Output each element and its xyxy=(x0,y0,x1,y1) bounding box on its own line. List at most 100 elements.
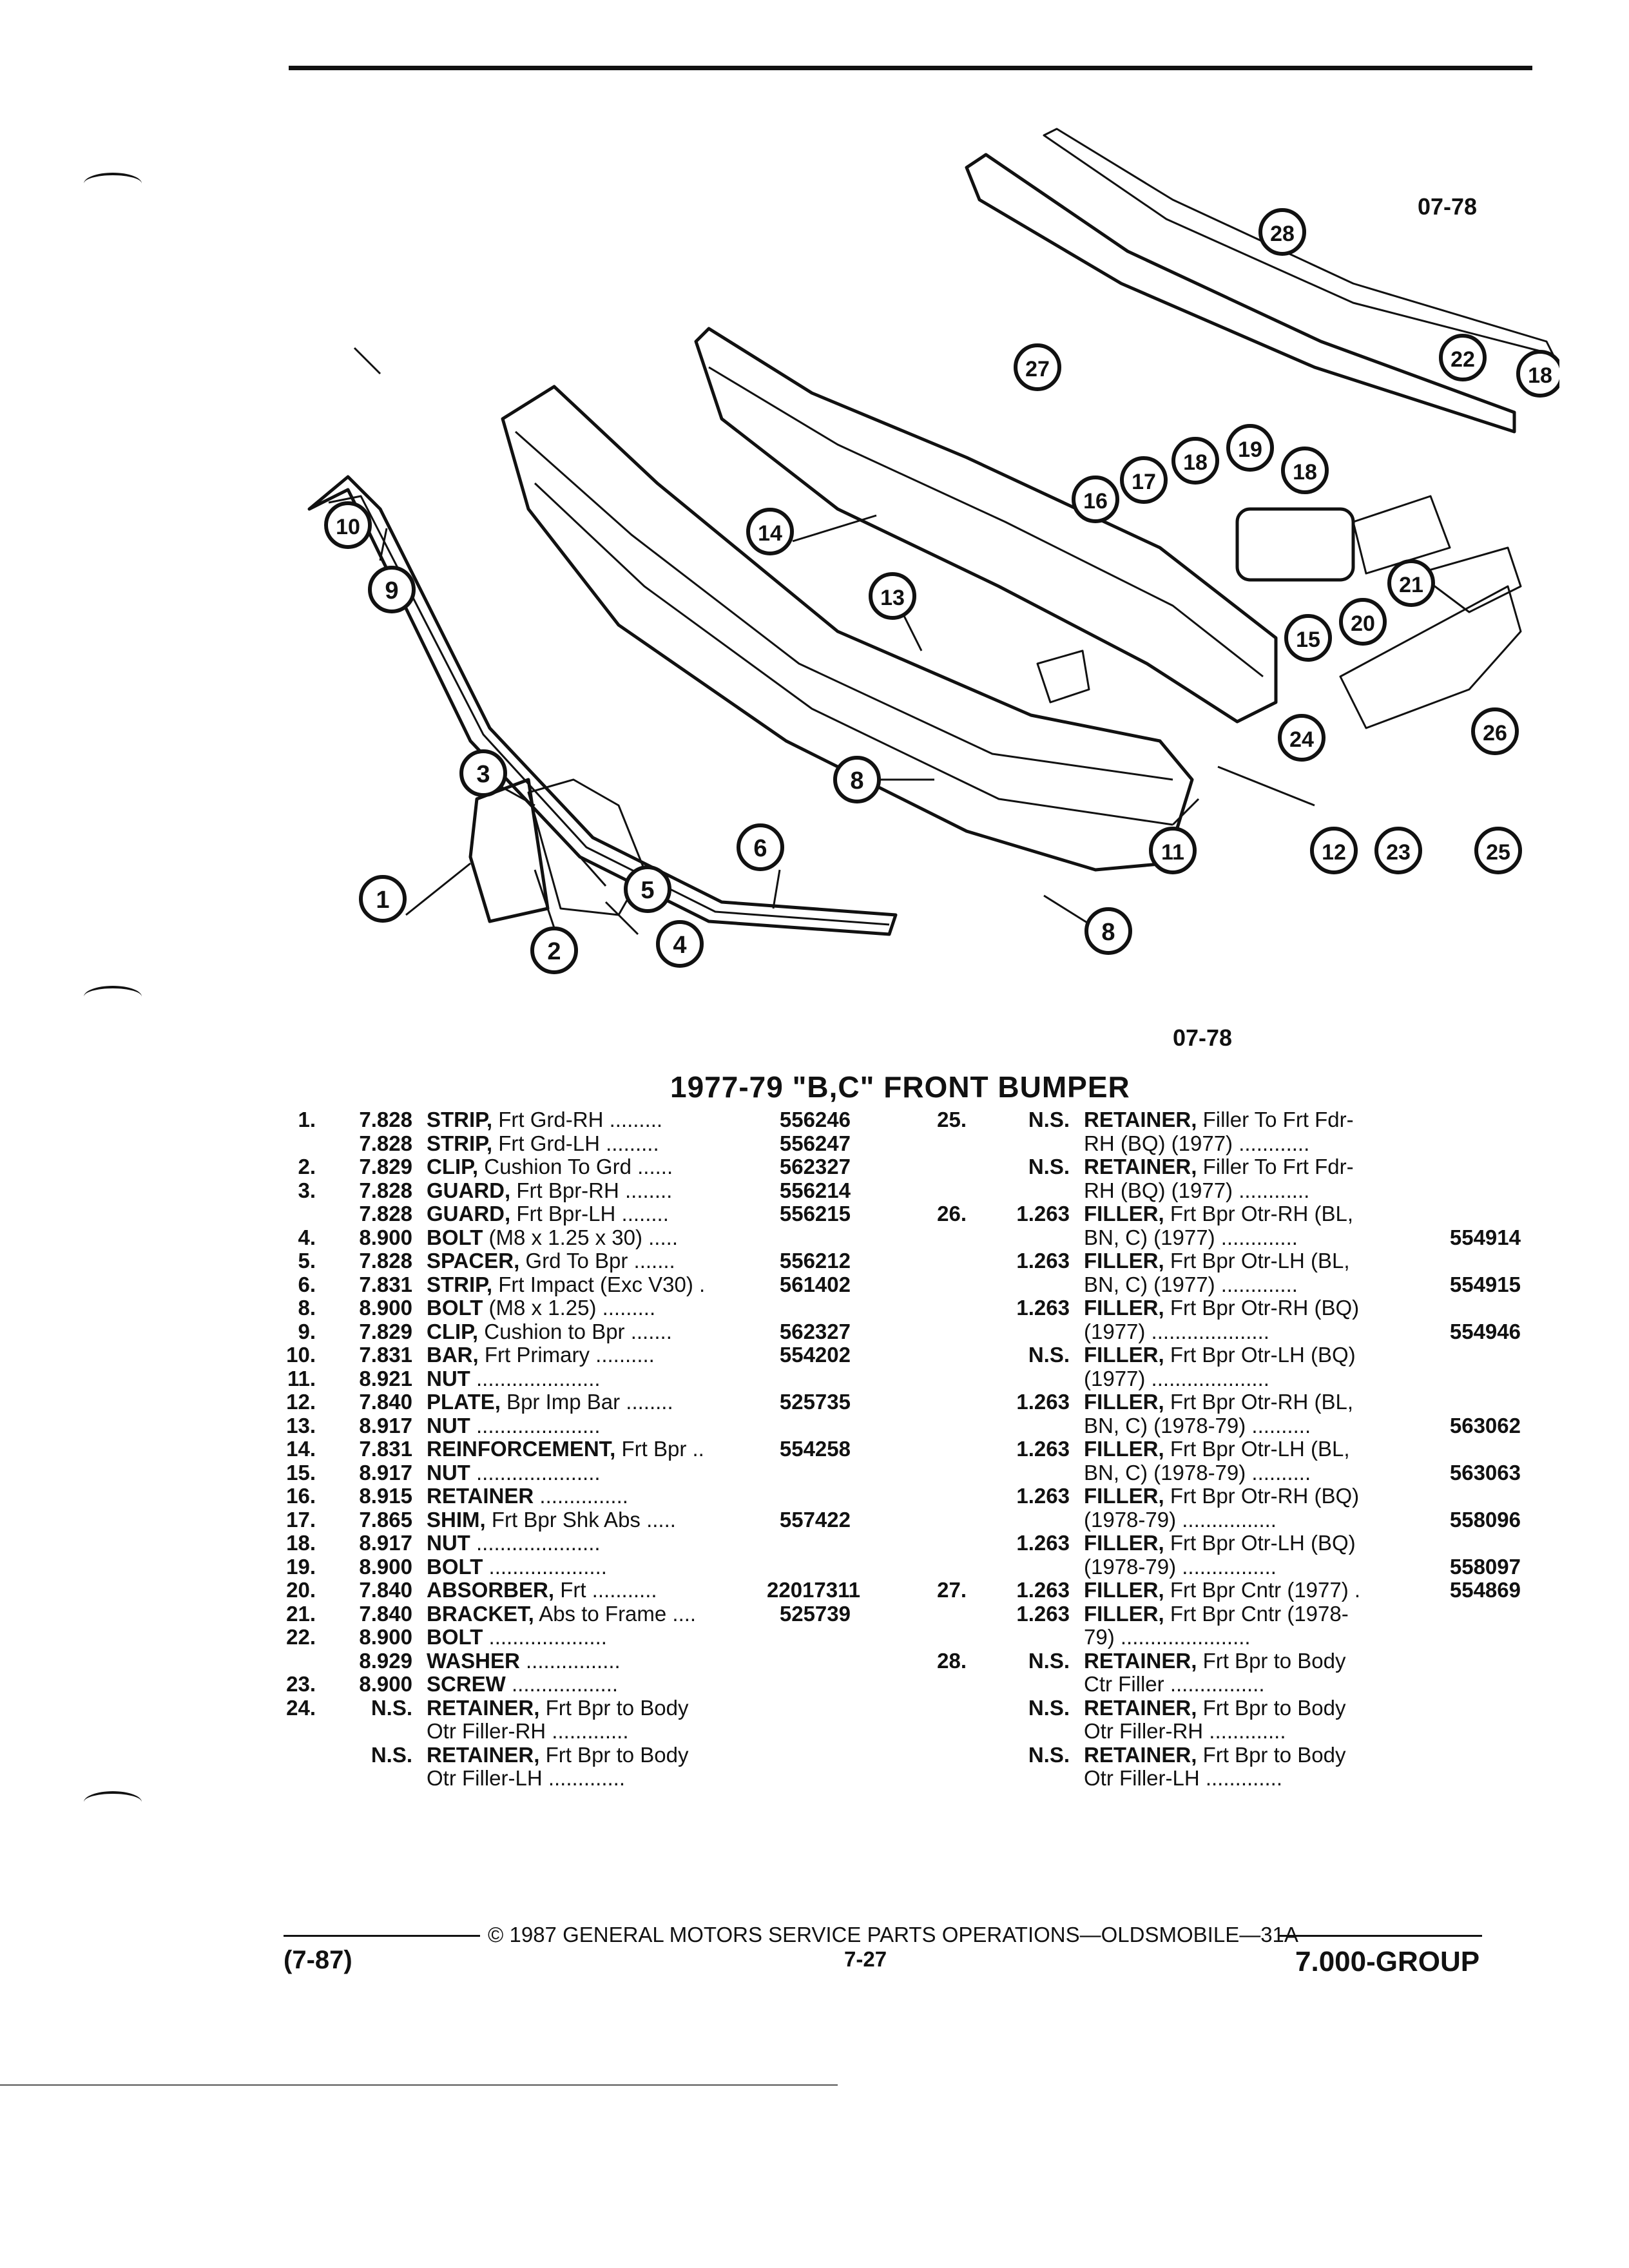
item-name: SPACER, xyxy=(427,1249,520,1273)
svg-text:18: 18 xyxy=(1528,363,1552,388)
item-part-number: 562327 xyxy=(779,1319,851,1343)
item-group-number: 8.900 xyxy=(359,1296,412,1320)
item-description: BN, C) (1977) ............. xyxy=(1084,1273,1424,1297)
item-description: PLATE, Bpr Imp Bar ........ xyxy=(427,1390,767,1414)
item-detail: Frt Grd-LH ......... xyxy=(492,1131,659,1155)
item-detail: Frt Bpr Otr-RH (BQ) xyxy=(1164,1485,1360,1508)
item-detail: RH (BQ) (1977) ............ xyxy=(1084,1178,1310,1202)
item-ref: 10. xyxy=(286,1343,316,1367)
item-description: RETAINER, Frt Bpr to Body xyxy=(427,1696,767,1720)
item-group-number: 7.831 xyxy=(359,1343,412,1367)
svg-text:23: 23 xyxy=(1386,840,1411,865)
item-description: Ctr Filler ................ xyxy=(1084,1673,1424,1696)
item-detail: Grd To Bpr ....... xyxy=(519,1249,675,1273)
item-ref: 28. xyxy=(937,1648,967,1673)
item-name: RETAINER, xyxy=(1084,1649,1197,1673)
item-description: WASHER ................ xyxy=(427,1649,767,1673)
item-ref: 20. xyxy=(286,1578,316,1602)
callout-20: 20 xyxy=(1339,598,1387,646)
item-group-number: 7.831 xyxy=(359,1272,412,1296)
parts-row: N.S.RETAINER, Filler To Frt Fdr- xyxy=(889,1155,1534,1179)
parts-row: N.S.FILLER, Frt Bpr Otr-LH (BQ) xyxy=(889,1343,1534,1367)
item-part-number: 556214 xyxy=(779,1178,851,1202)
item-part-number: 563063 xyxy=(1449,1460,1521,1485)
item-description: BRACKET, Abs to Frame .... xyxy=(427,1602,767,1626)
item-description: RETAINER, Frt Bpr to Body xyxy=(1084,1744,1424,1767)
parts-row: (1978-79) ................558097 xyxy=(889,1555,1534,1579)
item-detail: .................... xyxy=(483,1555,607,1579)
item-group-number: 7.828 xyxy=(359,1131,412,1155)
item-part-number: 554869 xyxy=(1449,1578,1521,1602)
item-description: FILLER, Frt Bpr Otr-RH (BL, xyxy=(1084,1202,1424,1226)
item-name: BAR, xyxy=(427,1343,479,1367)
parts-row: Otr Filler-RH ............. xyxy=(245,1720,863,1744)
item-detail: ..................... xyxy=(470,1532,601,1555)
item-group-number: 1.263 xyxy=(1016,1601,1070,1626)
item-group-number: 8.900 xyxy=(359,1672,412,1696)
item-ref: 27. xyxy=(937,1578,967,1602)
svg-text:20: 20 xyxy=(1351,611,1375,636)
item-detail: Frt Bpr .. xyxy=(615,1437,704,1461)
item-ref: 25. xyxy=(937,1108,967,1131)
item-ref: 22. xyxy=(286,1625,316,1649)
item-name: GUARD, xyxy=(427,1202,511,1225)
item-description: STRIP, Frt Impact (Exc V30) . xyxy=(427,1273,767,1297)
svg-text:12: 12 xyxy=(1322,840,1346,865)
svg-text:8: 8 xyxy=(850,767,863,794)
item-detail: Filler To Frt Fdr- xyxy=(1197,1155,1354,1178)
parts-row: (1977) ....................554946 xyxy=(889,1320,1534,1344)
item-description: FILLER, Frt Bpr Otr-LH (BL, xyxy=(1084,1249,1424,1273)
absorber-drawing xyxy=(1235,507,1355,582)
callout-23: 23 xyxy=(1374,827,1422,874)
item-detail: ..................... xyxy=(470,1367,601,1390)
parts-list-right: 25. N.S.RETAINER, Filler To Frt Fdr-RH (B… xyxy=(889,1108,1534,1791)
svg-text:8: 8 xyxy=(1101,919,1115,946)
item-detail: BN, C) (1978-79) .......... xyxy=(1084,1414,1311,1437)
item-description: GUARD, Frt Bpr-RH ........ xyxy=(427,1179,767,1203)
item-name: STRIP, xyxy=(427,1108,493,1131)
item-detail: BN, C) (1977) ............. xyxy=(1084,1273,1298,1296)
parts-row: 79) ...................... xyxy=(889,1626,1534,1649)
item-detail: Frt Bpr Cntr (1977) . xyxy=(1164,1579,1361,1602)
item-description: STRIP, Frt Grd-RH ......... xyxy=(427,1108,767,1132)
svg-text:14: 14 xyxy=(758,521,782,546)
item-ref: 15. xyxy=(286,1460,316,1485)
item-name: ABSORBER, xyxy=(427,1579,555,1602)
callout-1: 1 xyxy=(359,875,407,923)
item-detail: Frt Bpr Otr-LH (BL, xyxy=(1164,1249,1350,1273)
parts-row: (1978-79) ................558096 xyxy=(889,1508,1534,1532)
item-group-number: 8.900 xyxy=(359,1554,412,1579)
parts-row: N.S.RETAINER, Frt Bpr to Body xyxy=(889,1696,1534,1720)
item-description: FILLER, Frt Bpr Otr-LH (BQ) xyxy=(1084,1532,1424,1555)
item-name: FILLER, xyxy=(1084,1602,1164,1626)
item-detail: Frt Bpr Otr-LH (BQ) xyxy=(1164,1532,1356,1555)
callout-19: 19 xyxy=(1226,424,1274,472)
item-detail: ..................... xyxy=(470,1414,601,1437)
item-detail: Frt Bpr Otr-RH (BQ) xyxy=(1164,1296,1360,1320)
footer-revision: (7-87) xyxy=(284,1946,352,1974)
item-description: Otr Filler-RH ............. xyxy=(1084,1720,1424,1744)
item-description: RETAINER ............... xyxy=(427,1485,767,1508)
parts-row: N.S.RETAINER, Frt Bpr to Body xyxy=(245,1743,863,1767)
callout-17: 17 xyxy=(1120,456,1168,504)
item-description: Otr Filler-RH ............. xyxy=(427,1720,767,1744)
item-detail: Cushion To Grd ...... xyxy=(478,1155,673,1178)
item-name: RETAINER, xyxy=(427,1743,540,1767)
item-description: FILLER, Frt Bpr Otr-RH (BL, xyxy=(1084,1390,1424,1414)
callout-6: 6 xyxy=(737,823,784,871)
item-detail: (1977) .................... xyxy=(1084,1320,1269,1343)
item-detail: 79) ...................... xyxy=(1084,1626,1251,1649)
callout-18c: 18 xyxy=(1516,350,1559,398)
svg-text:13: 13 xyxy=(880,586,905,610)
item-detail: .................... xyxy=(483,1626,607,1649)
item-ref: 24. xyxy=(286,1695,316,1720)
item-group-number: 7.828 xyxy=(359,1178,412,1202)
svg-text:17: 17 xyxy=(1132,470,1156,494)
